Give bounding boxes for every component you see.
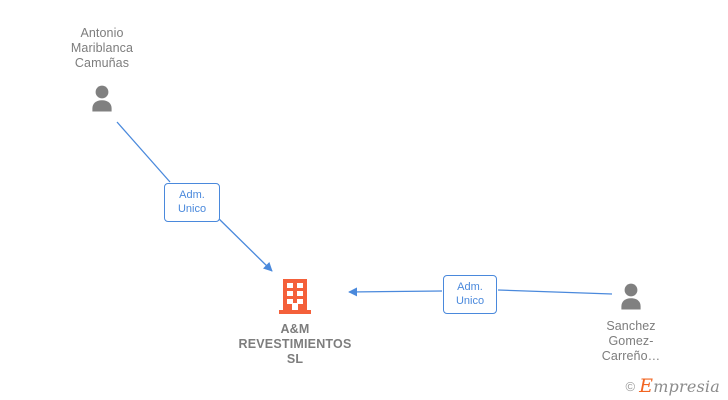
node-company[interactable]: A&M REVESTIMIENTOS SL [230, 279, 360, 367]
person-icon-wrap [42, 83, 162, 113]
edge-label-adm-unico-right[interactable]: Adm. Unico [443, 275, 497, 314]
building-icon-wrap [230, 279, 360, 315]
person-icon [621, 283, 641, 310]
empresia-logo: Empresia [639, 375, 720, 397]
empresia-logo-lead: E [639, 375, 654, 397]
node-person-sanchez[interactable]: Sanchez Gomez- Carreño… [571, 281, 691, 364]
node-label-company: A&M REVESTIMIENTOS SL [238, 322, 352, 366]
copyright-icon: © [625, 379, 636, 394]
edge-label-to-company [213, 213, 273, 272]
node-label-person-antonio: Antonio Mariblanca Camuñas [70, 26, 134, 70]
edge-label-adm-unico-left[interactable]: Adm. Unico [164, 183, 220, 222]
watermark: © Empresia [625, 375, 720, 397]
edge-antonio-to-label [116, 121, 171, 183]
person-icon-wrap [571, 281, 691, 311]
empresia-logo-rest: mpresia [653, 377, 720, 396]
node-person-antonio[interactable]: Antonio Mariblanca Camuñas [42, 26, 162, 113]
building-icon [279, 279, 311, 314]
edge-label-to-company-right [348, 287, 443, 297]
person-icon [92, 85, 112, 112]
node-label-person-sanchez: Sanchez Gomez- Carreño… [601, 319, 661, 363]
